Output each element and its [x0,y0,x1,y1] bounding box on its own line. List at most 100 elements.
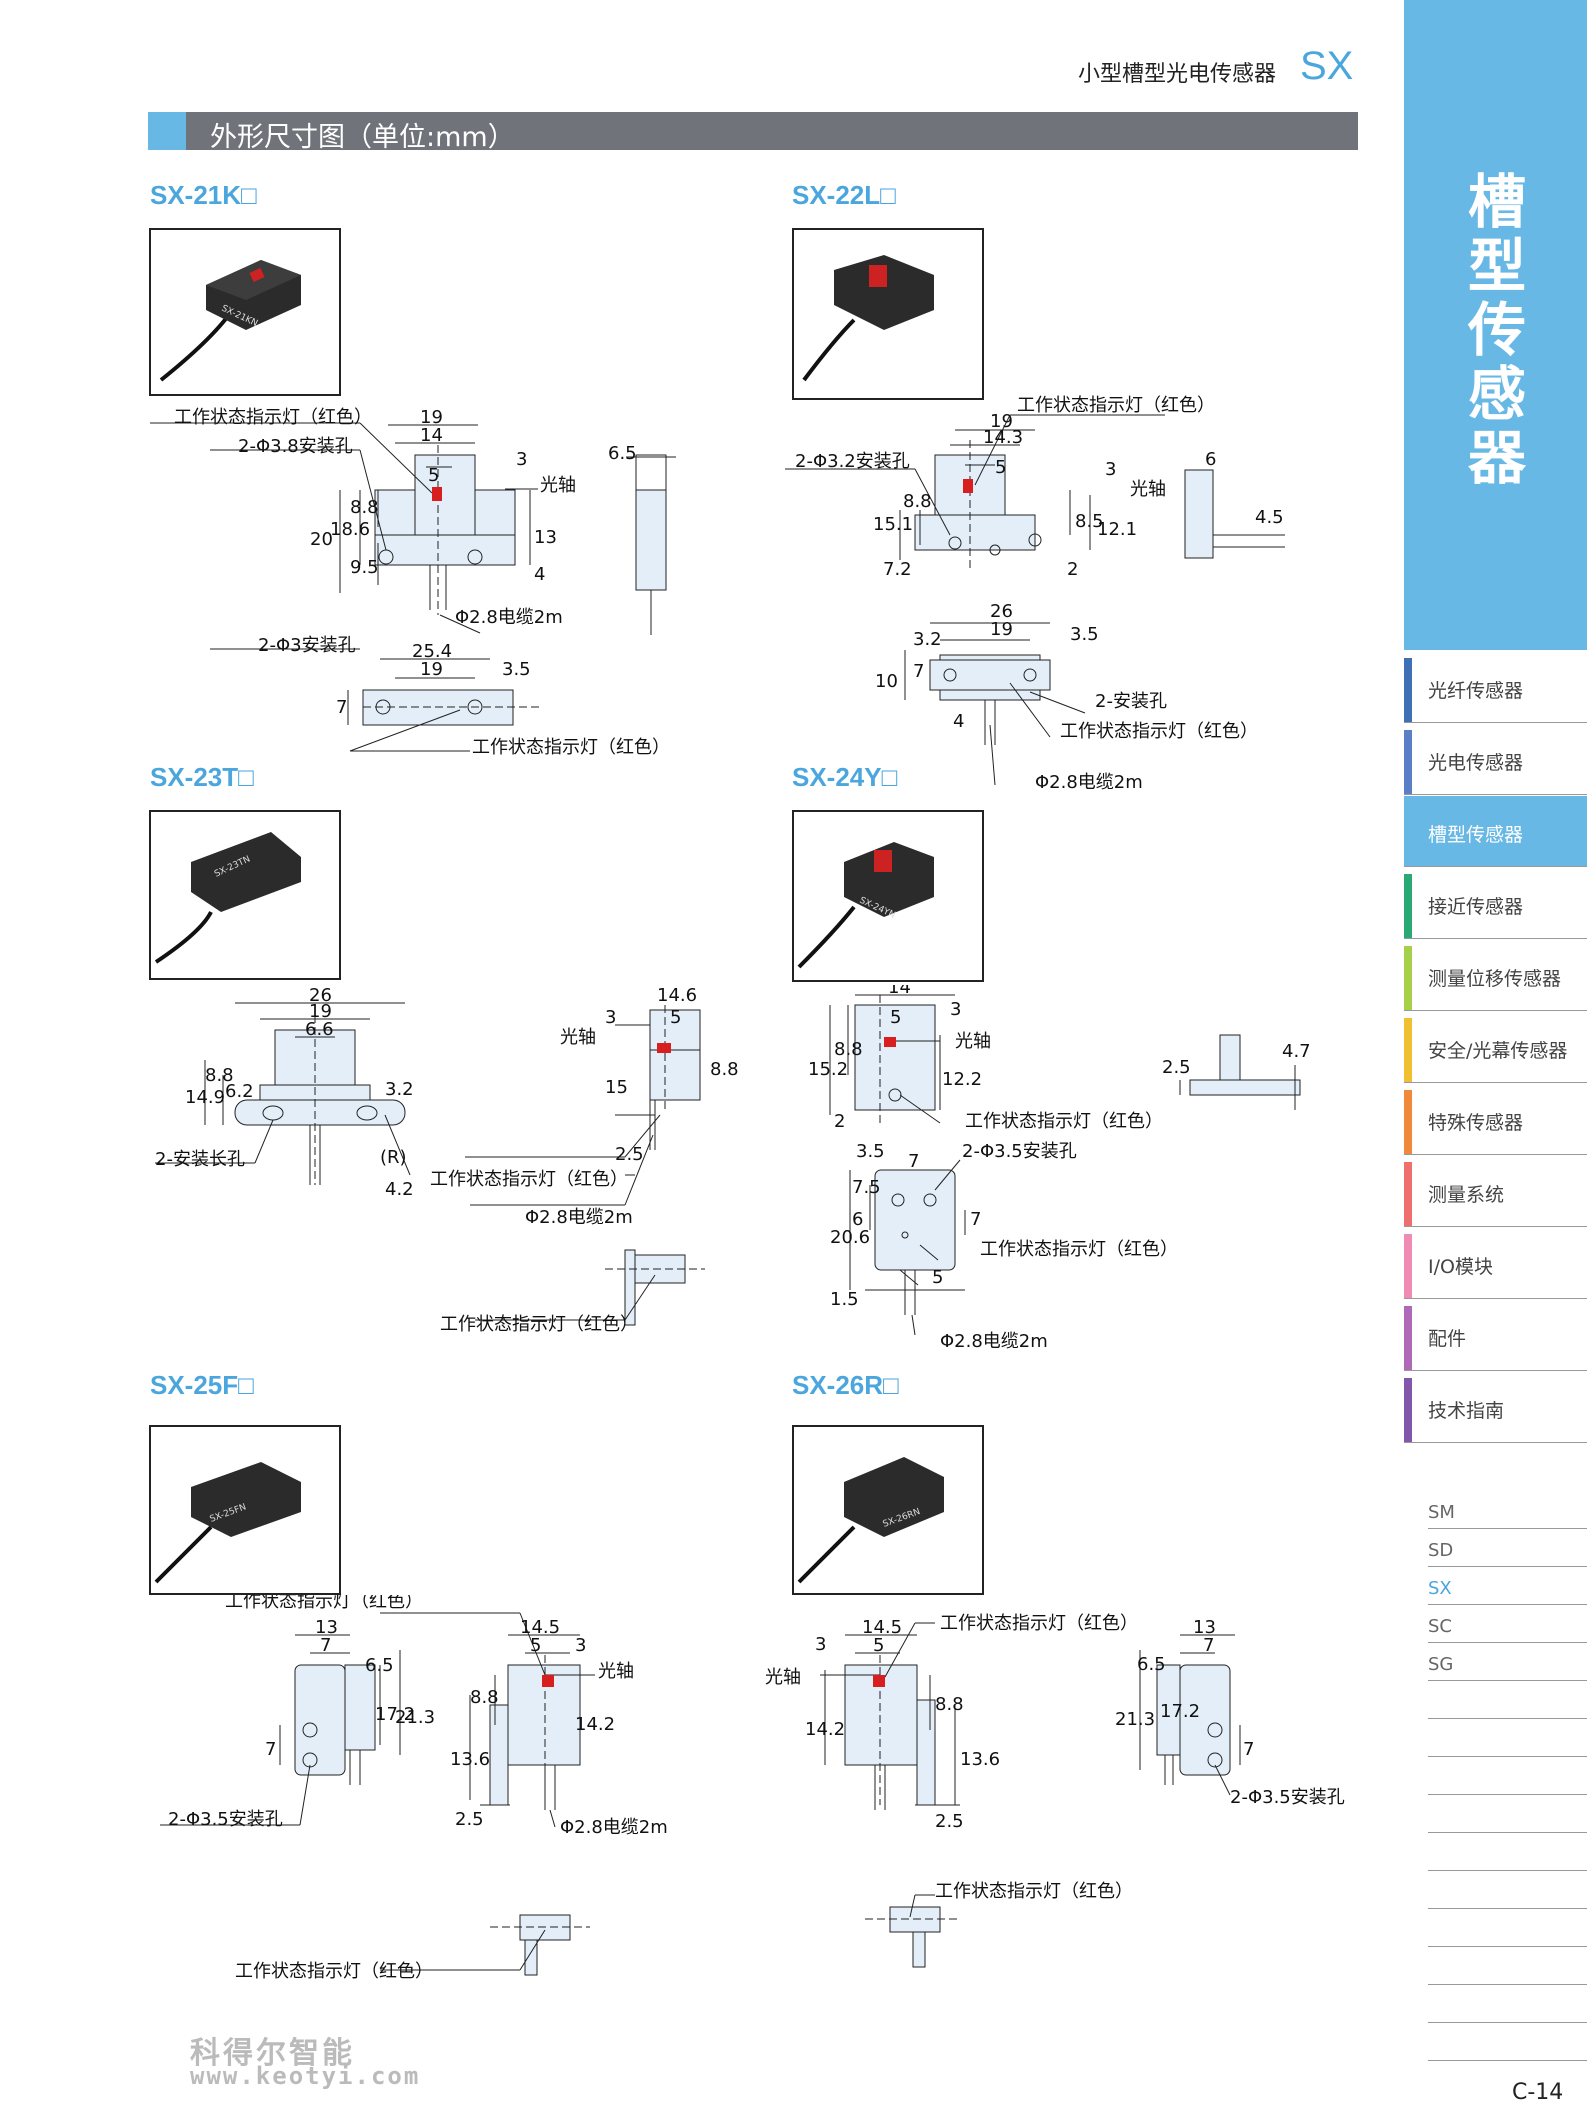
dim-2-5: 2.5 [1162,1057,1191,1078]
dim-7: 7 [908,1151,919,1172]
dim-label-slot: 2-安装长孔 [155,1149,245,1170]
dim-8-8: 8.8 [903,491,932,512]
series-label: SC [1428,1616,1452,1637]
sidebar-item-io[interactable]: I/O模块 [1404,1228,1587,1299]
sidebar-item-label: 安全/光幕传感器 [1428,1040,1568,1062]
divider [1428,1756,1587,1757]
dim-4: 4 [534,564,545,585]
product-title-sx26r: SX-26R□ [792,1370,899,1400]
section-marker [148,112,186,150]
divider [1428,1908,1587,1909]
product-title-sx21k: SX-21K□ [150,180,257,210]
sidebar-title-char: 型 [1467,232,1526,300]
dim-19b: 19 [990,619,1013,640]
dimension-drawing-sx21k: 工作状态指示灯（红色） 2-Φ3.8安装孔 光轴 Φ2.8电缆2m 2-Φ3安装… [150,407,676,758]
dim-26: 26 [990,601,1013,622]
dim-4-5: 4.5 [1255,507,1284,528]
sidebar-item-safety[interactable]: 安全/光幕传感器 [1404,1012,1587,1083]
sidebar-item-proximity[interactable]: 接近传感器 [1404,868,1587,939]
dim-7b: 7 [970,1209,981,1230]
header-subtitle: 小型槽型光电传感器 [1078,62,1277,87]
dim-3: 3 [815,1634,826,1655]
series-item-sx[interactable]: SX [1428,1566,1587,1605]
product-photo-sx25f: SX-25FN [149,1425,341,1595]
sidebar-item-label: 技术指南 [1428,1400,1505,1422]
watermark-url: www.keotyi.com [190,2062,421,2090]
dim-3: 3 [575,1635,586,1656]
product-title-sx24y: SX-24Y□ [792,762,898,792]
dim-4-2: 4.2 [385,1179,414,1200]
dim-label-cable: Φ2.8电缆2m [560,1817,668,1838]
sidebar-item-special[interactable]: 特殊传感器 [1404,1084,1587,1155]
dim-3: 3 [516,449,527,470]
sidebar-item-fiber[interactable]: 光纤传感器 [1404,652,1587,723]
dim-label-r: (R) [380,1147,407,1168]
dim-14-6: 14.6 [657,985,697,1006]
dim-14-3: 14.3 [983,427,1023,448]
dim-label-axis: 光轴 [1130,479,1166,500]
dim-7: 7 [320,1635,331,1656]
dim-10: 10 [875,671,898,692]
dim-15-2: 15.2 [808,1059,848,1080]
dim-5: 5 [890,1007,901,1028]
sidebar-title: 槽 型 传 感 器 [1462,170,1532,490]
dim-label-led2: 工作状态指示灯（红色） [440,1314,638,1335]
dim-13-6: 13.6 [960,1749,1000,1770]
product-photo-sx26r: SX-26RN [792,1425,984,1595]
dim-label-hole2: 2-安装孔 [1095,691,1167,712]
dim-5: 5 [873,1635,884,1656]
dim-label-hole: 2-Φ3.5安装孔 [168,1809,283,1830]
nav-color-bar [1404,730,1412,794]
nav-color-bar [1404,1090,1412,1154]
sidebar-item-slot[interactable]: 槽型传感器 [1404,796,1587,867]
dim-label-axis: 光轴 [560,1027,596,1048]
dim-label-led2: 工作状态指示灯（红色） [980,1239,1178,1260]
sidebar-item-label: I/O模块 [1428,1256,1493,1278]
dim-label-led2: 工作状态指示灯（红色） [472,737,670,758]
sidebar-item-measurement[interactable]: 测量系统 [1404,1156,1587,1227]
dim-7-2: 7.2 [883,559,912,580]
dim-4: 4 [953,711,964,732]
dim-21-3: 21.3 [395,1707,435,1728]
dim-15-1: 15.1 [873,514,913,535]
sidebar-item-photoelectric[interactable]: 光电传感器 [1404,724,1587,795]
dim-label-led2: 工作状态指示灯（红色） [235,1961,433,1982]
dimension-drawing-sx25f: 工作状态指示灯（红色） 光轴 2-Φ3.5安装孔 Φ2.8电缆2m 工作状态指示… [160,1595,668,1982]
sensor-photo-icon: SX-25FN [154,1462,301,1584]
dim-6: 6 [1205,449,1216,470]
nav-color-bar [1404,1306,1412,1370]
sidebar-item-guide[interactable]: 技术指南 [1404,1372,1587,1443]
dim-8-8: 8.8 [935,1694,964,1715]
dim-label-cable: Φ2.8电缆2m [1035,772,1143,793]
sensor-photo-icon [802,255,934,382]
dim-15: 15 [605,1077,628,1098]
dim-2-5: 2.5 [455,1809,484,1830]
dim-19b: 19 [420,659,443,680]
series-item-sc[interactable]: SC [1428,1604,1587,1643]
dim-label-axis: 光轴 [955,1031,991,1052]
dim-2: 2 [1067,559,1078,580]
product-photo-sx22l [792,228,984,400]
header-series-code: SX [1300,44,1354,88]
series-item-sm[interactable]: SM [1428,1490,1587,1529]
divider [1428,1718,1587,1719]
dim-9-5: 9.5 [350,557,379,578]
series-item-sd[interactable]: SD [1428,1528,1587,1567]
series-item-sg[interactable]: SG [1428,1642,1587,1681]
sidebar-item-accessories[interactable]: 配件 [1404,1300,1587,1371]
dim-1-5: 1.5 [830,1289,859,1310]
sidebar-item-displacement[interactable]: 测量位移传感器 [1404,940,1587,1011]
dim-label-hole: 2-Φ3.8安装孔 [238,436,353,457]
dim-5: 5 [670,1007,681,1028]
dim-label-hole: 2-Φ3.5安装孔 [1230,1787,1345,1808]
divider [1428,1832,1587,1833]
dim-13-6: 13.6 [450,1749,490,1770]
dim-20-6: 20.6 [830,1227,870,1248]
series-label: SM [1428,1502,1455,1523]
dim-19: 19 [309,1001,332,1022]
sidebar-item-label: 光纤传感器 [1428,680,1524,702]
sidebar-item-label: 配件 [1428,1328,1467,1350]
dim-7: 7 [1203,1635,1214,1656]
dim-7: 7 [913,661,924,682]
dim-label-hole2: 2-Φ3安装孔 [258,635,356,656]
